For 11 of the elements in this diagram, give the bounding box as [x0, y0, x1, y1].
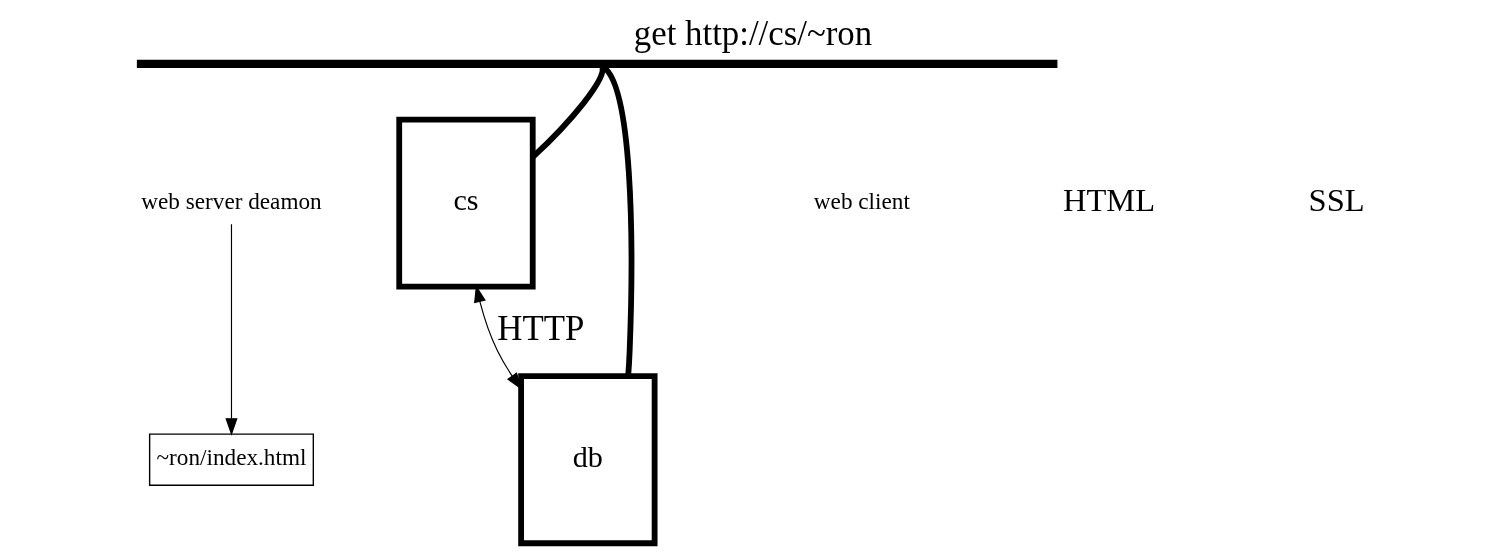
label: web client — [813, 187, 910, 214]
label: HTML — [1063, 182, 1156, 219]
arrow — [225, 223, 238, 436]
node-text: web server deamon — [141, 187, 322, 214]
label: SSL — [1308, 182, 1365, 219]
node-box: cs — [396, 116, 536, 290]
node-bar — [136, 59, 1058, 68]
node-box: ~ron/index.html — [148, 433, 314, 486]
diagram-title: get http://cs/~ron — [633, 14, 873, 54]
edge-label: HTTP — [497, 309, 585, 349]
node-box: db — [518, 373, 658, 547]
